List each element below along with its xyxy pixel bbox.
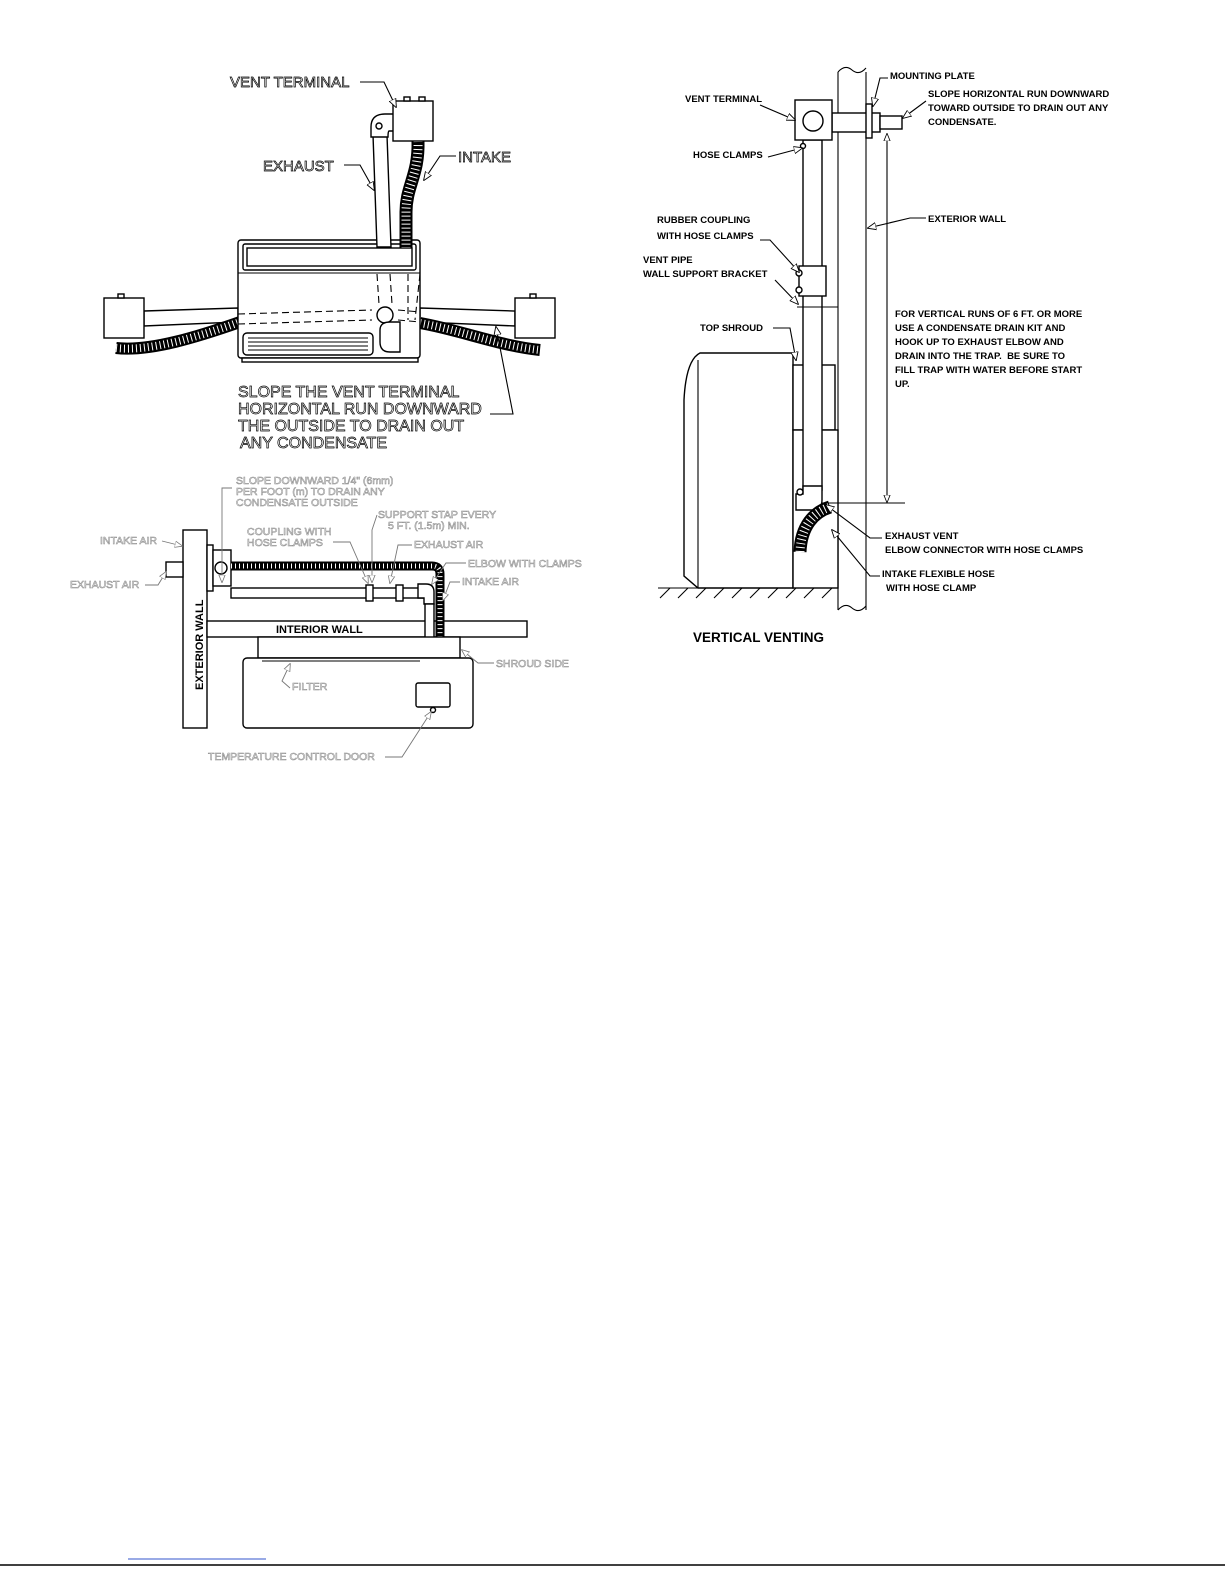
label-top-shroud: TOP SHROUD [700,323,763,334]
heater-top-view [242,657,474,729]
label-intake-hose: INTAKE FLEXIBLE HOSE [882,569,995,580]
condensate-note-line: USE A CONDENSATE DRAIN KIT AND [895,323,1065,334]
interior-wall [206,620,528,638]
label-intake-hose: WITH HOSE CLAMP [886,583,977,594]
exhaust-pipe [372,134,392,248]
slope-note-line: SLOPE HORIZONTAL RUN DOWNWARD [928,89,1109,100]
heater-base [241,357,419,363]
label-exhaust-elbow: ELBOW CONNECTOR WITH HOSE CLAMPS [885,545,1083,556]
exterior-wall [182,529,208,729]
label-exhaust-air-left: EXHAUST AIR [70,579,140,591]
heater-shroud [257,636,461,659]
label-exhaust: EXHAUST [263,158,334,175]
label-intake-air-left: INTAKE AIR [100,535,157,547]
vertical-vent-pipe [802,139,823,491]
label-intake-air-right: INTAKE AIR [462,576,519,588]
label-rubber-coupling: RUBBER COUPLING [657,215,750,226]
support-strap-note: SUPPORT STAP EVERY [378,509,496,521]
label-rubber-coupling: WITH HOSE CLAMPS [657,231,754,242]
slope-note-line: PER FOOT (m) TO DRAIN ANY [236,486,385,498]
slope-note-line: TOWARD OUTSIDE TO DRAIN OUT ANY [928,103,1109,114]
vertical-venting-diagram: MOUNTING PLATE SLOPE HORIZONTAL RUN DOWN… [643,66,1109,645]
label-vent-pipe-bracket: VENT PIPE [643,255,693,266]
mounting-plate [865,103,873,139]
heater-side-view [683,352,794,589]
temperature-control-door [415,682,451,708]
slope-note-line: HORIZONTAL RUN DOWNWARD [238,401,482,418]
coupling-label: COUPLING WITH [247,526,332,538]
slope-note-line: SLOPE THE VENT TERMINAL [238,384,460,401]
slope-note-line: SLOPE DOWNWARD 1/4" (6mm) [236,475,393,487]
condensate-note-line: FOR VERTICAL RUNS OF 6 FT. OR MORE [895,309,1082,320]
label-intake: INTAKE [458,149,511,166]
horizontal-vent-pipe [831,112,881,133]
label-shroud-side: SHROUD SIDE [496,658,569,670]
front-view-leaders [344,81,514,415]
slope-note-line: THE OUTSIDE TO DRAIN OUT [238,418,464,435]
top-view-leaders [145,487,494,758]
vent-terminal-box [392,100,434,142]
heater-bottom-grille [242,332,374,356]
label-mounting-plate: MOUNTING PLATE [890,71,975,82]
slope-note-line: CONDENSATE OUTSIDE [236,497,358,509]
rubber-coupling [798,265,827,297]
support-strap-note: 5 FT. (1.5m) MIN. [388,520,470,532]
slope-note-line: CONDENSATE. [928,117,996,128]
elbow-with-clamps [417,583,435,605]
slope-note-line: ANY CONDENSATE [240,435,387,452]
left-vent-terminal-box [103,297,145,339]
top-view-diagram: EXTERIOR WALL INTERIOR WALL [70,475,582,764]
diagram-title: VERTICAL VENTING [693,630,824,645]
intake-hose [231,561,445,660]
label-exhaust-elbow: EXHAUST VENT [885,531,959,542]
label-vent-terminal: VENT TERMINAL [685,94,762,105]
label-vent-terminal: VENT TERMINAL [230,74,349,91]
outside-exhaust-pipe [165,561,184,578]
coupling [365,584,374,602]
front-view-diagram: VENT TERMINAL EXHAUST INTAKE SLOPE THE V… [103,74,556,452]
exterior-wall [837,66,867,612]
label-exterior-wall: EXTERIOR WALL [928,214,1006,225]
label-exhaust-air-right: EXHAUST AIR [414,539,484,551]
internal-elbow [379,321,401,353]
label-filter: FILTER [292,681,328,693]
floor-hatch [659,587,833,599]
label-hose-clamps: HOSE CLAMPS [693,150,763,161]
label-interior-wall: INTERIOR WALL [276,624,363,636]
vertical-venting-leaders [759,77,927,577]
vent-terminal-opening [802,110,824,132]
right-vent-terminal-box [514,297,556,339]
condensate-note-line: UP. [895,379,910,390]
label-elbow-with-clamps: ELBOW WITH CLAMPS [468,558,582,570]
label-vent-pipe-bracket: WALL SUPPORT BRACKET [643,269,768,280]
condensate-note-line: HOOK UP TO EXHAUST ELBOW AND [895,337,1064,348]
condensate-note-line: DRAIN INTO THE TRAP. BE SURE TO [895,351,1065,362]
right-intake-hose [418,317,541,356]
label-exterior-wall: EXTERIOR WALL [194,599,206,690]
wall-terminal-flange [206,544,214,592]
label-temperature-control-door: TEMPERATURE CONTROL DOOR [208,751,375,763]
condensate-note-line: FILL TRAP WITH WATER BEFORE START [895,365,1082,376]
coupling-label: HOSE CLAMPS [247,537,323,549]
internal-exhaust-collar [376,306,394,324]
